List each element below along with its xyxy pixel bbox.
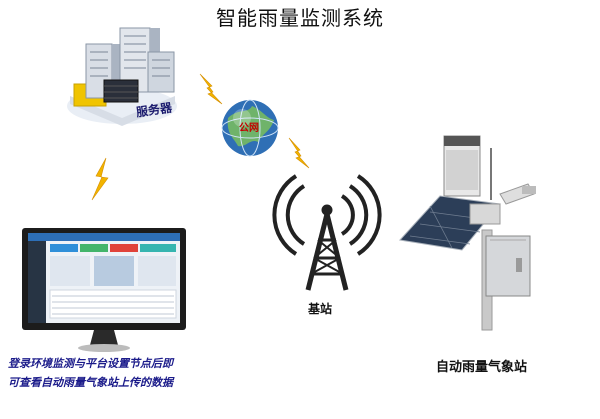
weather-station-icon bbox=[399, 135, 536, 331]
caption-line: 可查看自动雨量气象站上传的数据 bbox=[8, 376, 173, 389]
caption-line: 登录环境监测与平台设置节点后即 bbox=[8, 357, 173, 370]
caption: 登录环境监测与平台设置节点后即 可查看自动雨量气象站上传的数据 bbox=[8, 354, 238, 392]
lightning-icon bbox=[91, 73, 310, 201]
weather-station-label: 自动雨量气象站 bbox=[436, 360, 528, 375]
internet-label: 公网 bbox=[239, 123, 259, 134]
antenna-tower-icon bbox=[272, 174, 382, 291]
globe-icon bbox=[221, 99, 279, 157]
computer-monitor-icon bbox=[22, 228, 186, 352]
server-icon bbox=[67, 27, 177, 126]
diagram-title: 智能雨量监测系统 bbox=[216, 6, 384, 30]
base-station-label: 基站 bbox=[308, 302, 333, 316]
